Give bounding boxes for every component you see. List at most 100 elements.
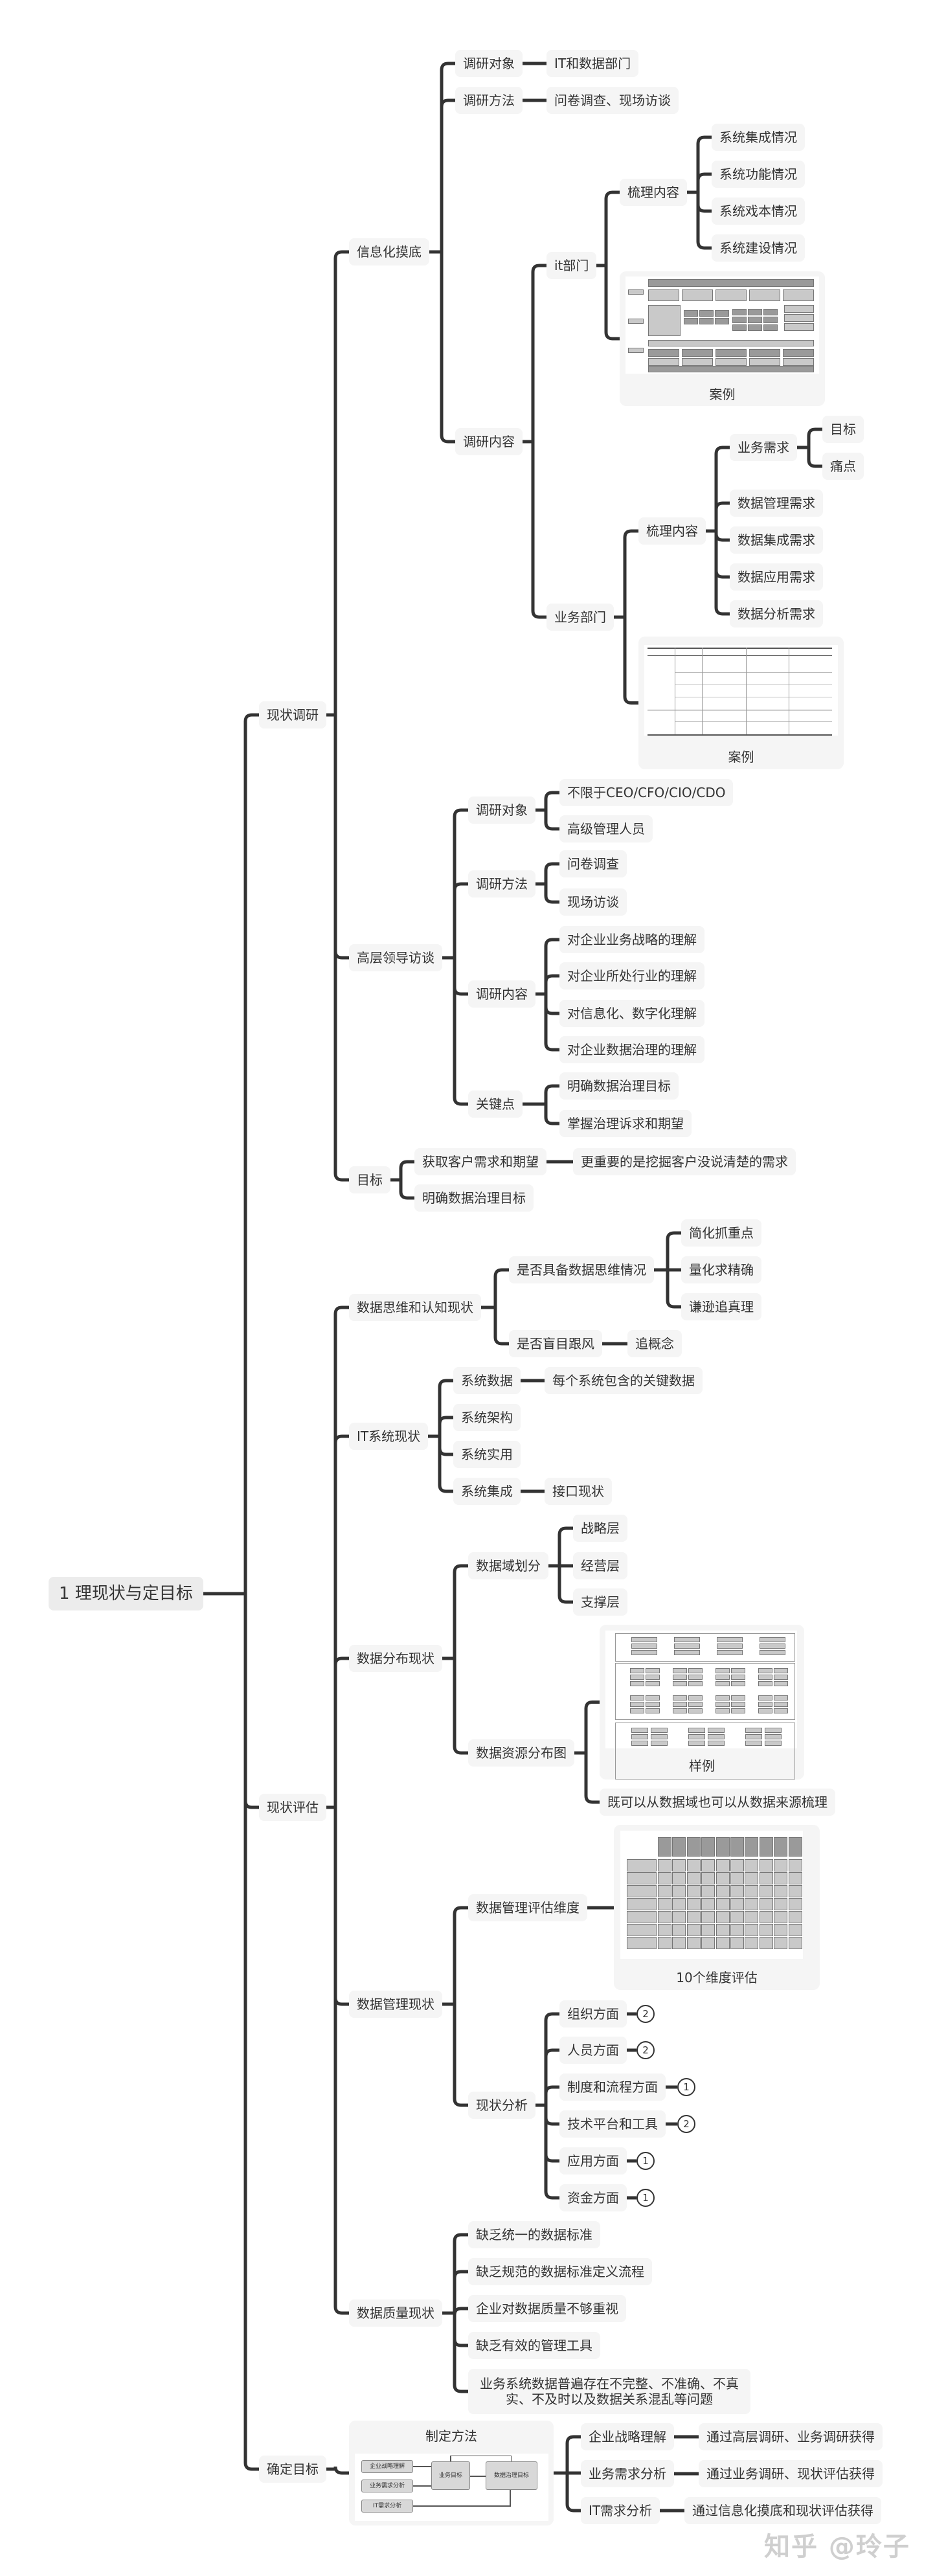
node-survey-method-value[interactable]: 问卷调查、现场访谈: [546, 87, 679, 114]
node-business-dept[interactable]: 业务部门: [546, 604, 614, 631]
node-it-system-value[interactable]: 接口现状: [545, 1478, 612, 1505]
node-data-management[interactable]: 数据管理现状: [349, 1991, 442, 2018]
it-architecture-image: [625, 277, 819, 374]
node-quality-issue[interactable]: 企业对数据质量不够重视: [468, 2295, 626, 2322]
node-biz-item[interactable]: 数据应用需求: [730, 563, 823, 591]
node-it-item[interactable]: 系统集成情况: [712, 124, 805, 151]
node-define-value[interactable]: 通过业务调研、现状评估获得: [699, 2460, 883, 2487]
node-exec-method-item[interactable]: 现场访谈: [559, 888, 627, 916]
biz-case-image-node[interactable]: 案例: [638, 637, 844, 769]
image-block: [708, 1741, 725, 1746]
image-block: [674, 1650, 700, 1655]
node-exec-target-item[interactable]: 高级管理人员: [559, 815, 653, 842]
node-define-value[interactable]: 通过信息化摸底和现状评估获得: [684, 2497, 881, 2524]
node-biz-item[interactable]: 数据管理需求: [730, 490, 823, 517]
node-resource-map[interactable]: 数据资源分布图: [468, 1739, 574, 1767]
image-block: [774, 1872, 788, 1884]
method-image-node[interactable]: 制定方法 企业战略理解 业务需求分析 IT需求分析 业务目标 数据治理目标: [349, 2421, 554, 2525]
node-it-dept[interactable]: it部门: [546, 252, 597, 279]
node-define-value[interactable]: 通过高层调研、业务调研获得: [699, 2423, 883, 2450]
node-thinking-item[interactable]: 简化抓重点: [681, 1219, 761, 1247]
node-it-item[interactable]: 系统戏本情况: [712, 198, 805, 225]
node-info-baseline[interactable]: 信息化摸底: [349, 238, 429, 266]
image-block: [627, 1872, 657, 1884]
it-case-image-node[interactable]: 案例: [620, 271, 825, 406]
node-exec-content-item[interactable]: 对企业数据治理的理解: [559, 1036, 704, 1063]
node-thinking-question[interactable]: 是否具备数据思维情况: [509, 1256, 654, 1283]
node-exec-content[interactable]: 调研内容: [468, 980, 535, 1008]
node-exec-method-item[interactable]: 问卷调查: [559, 850, 627, 877]
node-survey-target-value[interactable]: IT和数据部门: [546, 50, 639, 77]
node-quality-issue[interactable]: 缺乏统一的数据标准: [468, 2221, 600, 2248]
node-define-goals[interactable]: 确定目标: [259, 2456, 326, 2483]
node-it-system-item[interactable]: 系统架构: [453, 1404, 521, 1431]
node-exec-target-item[interactable]: 不限于CEO/CFO/CIO/CDO: [559, 779, 734, 806]
node-exec-content-item[interactable]: 对企业所处行业的理解: [559, 962, 704, 989]
node-need-item[interactable]: 目标: [822, 416, 864, 443]
node-goal-item[interactable]: 明确数据治理目标: [414, 1184, 534, 1212]
node-it-system-item[interactable]: 系统数据: [453, 1367, 521, 1394]
dimensions-image-node[interactable]: 10个维度评估: [614, 1825, 820, 1990]
node-domain-layer[interactable]: 经营层: [573, 1552, 627, 1579]
node-exec-method[interactable]: 调研方法: [468, 870, 535, 898]
node-quality-issue[interactable]: 缺乏规范的数据标准定义流程: [468, 2258, 652, 2285]
sample-image-node[interactable]: 样例: [600, 1625, 804, 1779]
node-define-item[interactable]: 企业战略理解: [581, 2423, 674, 2450]
connector-line: [535, 974, 559, 996]
node-data-distribution[interactable]: 数据分布现状: [349, 1645, 442, 1672]
image-block: [715, 1837, 730, 1857]
node-analysis-item[interactable]: 制度和流程方面: [559, 2073, 666, 2101]
node-quality-issue[interactable]: 缺乏有效的管理工具: [468, 2332, 600, 2359]
node-survey-target[interactable]: 调研对象: [455, 50, 523, 77]
node-exec-key-points[interactable]: 关键点: [468, 1090, 523, 1118]
node-it-system-status[interactable]: IT系统现状: [349, 1423, 429, 1450]
node-define-item[interactable]: 业务需求分析: [581, 2460, 674, 2487]
node-goal-item[interactable]: 获取客户需求和期望: [414, 1148, 546, 1175]
node-biz-sort-content[interactable]: 梳理内容: [638, 517, 706, 545]
node-exec-interview[interactable]: 高层领导访谈: [349, 944, 442, 971]
node-it-system-item[interactable]: 系统实用: [453, 1441, 521, 1468]
node-it-system-item[interactable]: 系统集成: [453, 1478, 521, 1505]
node-data-thinking[interactable]: 数据思维和认知现状: [349, 1294, 481, 1321]
node-survey-content[interactable]: 调研内容: [455, 428, 523, 455]
node-thinking-item[interactable]: 量化求精确: [681, 1256, 761, 1283]
image-block: [748, 309, 762, 315]
node-analysis-item[interactable]: 应用方面: [559, 2147, 627, 2175]
node-domain-layer[interactable]: 战略层: [573, 1515, 627, 1542]
node-define-item[interactable]: IT需求分析: [581, 2497, 660, 2524]
node-survey-method[interactable]: 调研方法: [455, 87, 523, 114]
node-it-system-value[interactable]: 每个系统包含的关键数据: [545, 1367, 703, 1394]
node-exec-content-item[interactable]: 对企业业务战略的理解: [559, 926, 704, 953]
node-biz-item[interactable]: 数据集成需求: [730, 526, 823, 554]
node-domain-layer[interactable]: 支撑层: [573, 1588, 627, 1616]
node-exec-key-item[interactable]: 明确数据治理目标: [559, 1072, 679, 1100]
node-biz-item[interactable]: 数据分析需求: [730, 600, 823, 627]
node-research-goal[interactable]: 目标: [349, 1166, 390, 1193]
node-business-need[interactable]: 业务需求: [730, 434, 797, 461]
node-it-item[interactable]: 系统功能情况: [712, 161, 805, 188]
node-it-item[interactable]: 系统建设情况: [712, 234, 805, 262]
node-analysis-item[interactable]: 人员方面: [559, 2037, 627, 2064]
node-domain-division[interactable]: 数据域划分: [468, 1552, 548, 1579]
node-data-quality[interactable]: 数据质量现状: [349, 2299, 442, 2327]
node-thinking-question[interactable]: 是否盲目跟风: [509, 1330, 602, 1357]
node-exec-content-item[interactable]: 对信息化、数字化理解: [559, 1000, 704, 1027]
node-analysis-item[interactable]: 技术平台和工具: [559, 2110, 666, 2138]
node-goal-note[interactable]: 更重要的是挖掘客户没说清楚的需求: [573, 1148, 796, 1175]
node-quality-issue[interactable]: 业务系统数据普遍存在不完整、不准确、不真实、不及时以及数据关系混乱等问题: [468, 2369, 750, 2414]
node-status-assessment[interactable]: 现状评估: [259, 1794, 326, 1821]
node-exec-key-item[interactable]: 掌握治理诉求和期望: [559, 1110, 692, 1137]
node-status-analysis[interactable]: 现状分析: [468, 2092, 535, 2119]
node-thinking-item[interactable]: 谦逊追真理: [681, 1293, 761, 1320]
node-resource-map-note[interactable]: 既可以从数据域也可以从数据来源梳理: [600, 1789, 835, 1816]
node-analysis-item[interactable]: 组织方面: [559, 2000, 627, 2028]
node-it-sort-content[interactable]: 梳理内容: [620, 179, 687, 206]
node-eval-dimensions[interactable]: 数据管理评估维度: [468, 1894, 587, 1921]
node-exec-target[interactable]: 调研对象: [468, 797, 535, 824]
node-thinking-value[interactable]: 追概念: [627, 1330, 682, 1357]
image-caption: 案例: [709, 387, 736, 402]
node-status-research[interactable]: 现状调研: [259, 701, 326, 729]
node-analysis-item[interactable]: 资金方面: [559, 2184, 627, 2211]
node-need-item[interactable]: 痛点: [822, 453, 864, 480]
root-node[interactable]: 1 理现状与定目标: [49, 1577, 203, 1610]
